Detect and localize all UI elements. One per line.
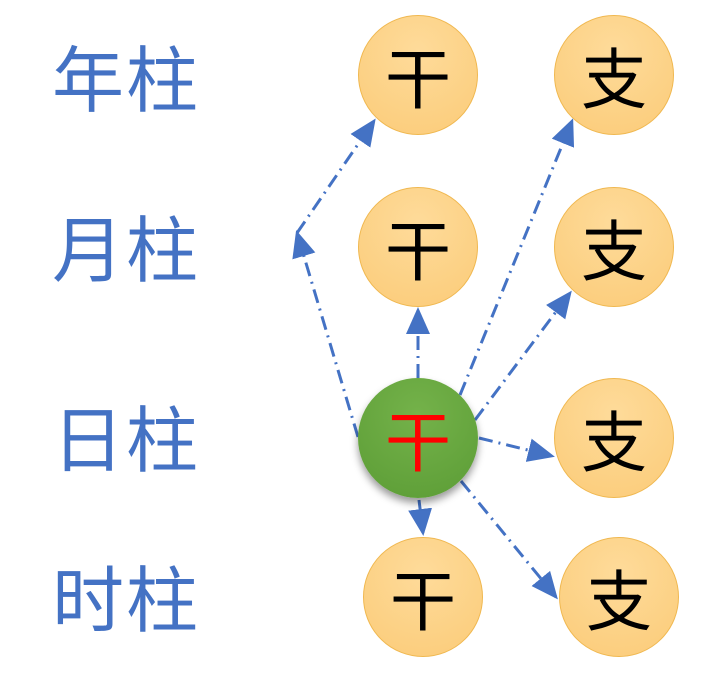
arrow-to-hour-stem — [408, 499, 433, 536]
arrow-to-day-branch — [478, 436, 555, 462]
year-stem-node: 干 — [358, 15, 478, 135]
arrow-to-month-branch — [473, 290, 572, 421]
label-month-pillar: 月柱 — [52, 209, 201, 293]
arrow-to-hour-branch — [459, 480, 558, 600]
month-stem-node: 干 — [358, 187, 478, 307]
arrow-to-year-branch — [458, 118, 575, 396]
label-year-pillar: 年柱 — [52, 39, 201, 123]
label-day-pillar: 日柱 — [52, 399, 201, 483]
arrow-to-year-stem — [292, 230, 360, 438]
day-branch-node: 支 — [554, 378, 674, 498]
hour-stem-node: 干 — [363, 537, 483, 657]
arrow-to-year-stem-2 — [295, 118, 376, 234]
hour-branch-node: 支 — [559, 537, 679, 657]
label-hour-pillar: 时柱 — [52, 559, 201, 643]
year-branch-node: 支 — [554, 15, 674, 135]
month-branch-node: 支 — [554, 187, 674, 307]
day-master-node: 干 — [358, 378, 478, 498]
